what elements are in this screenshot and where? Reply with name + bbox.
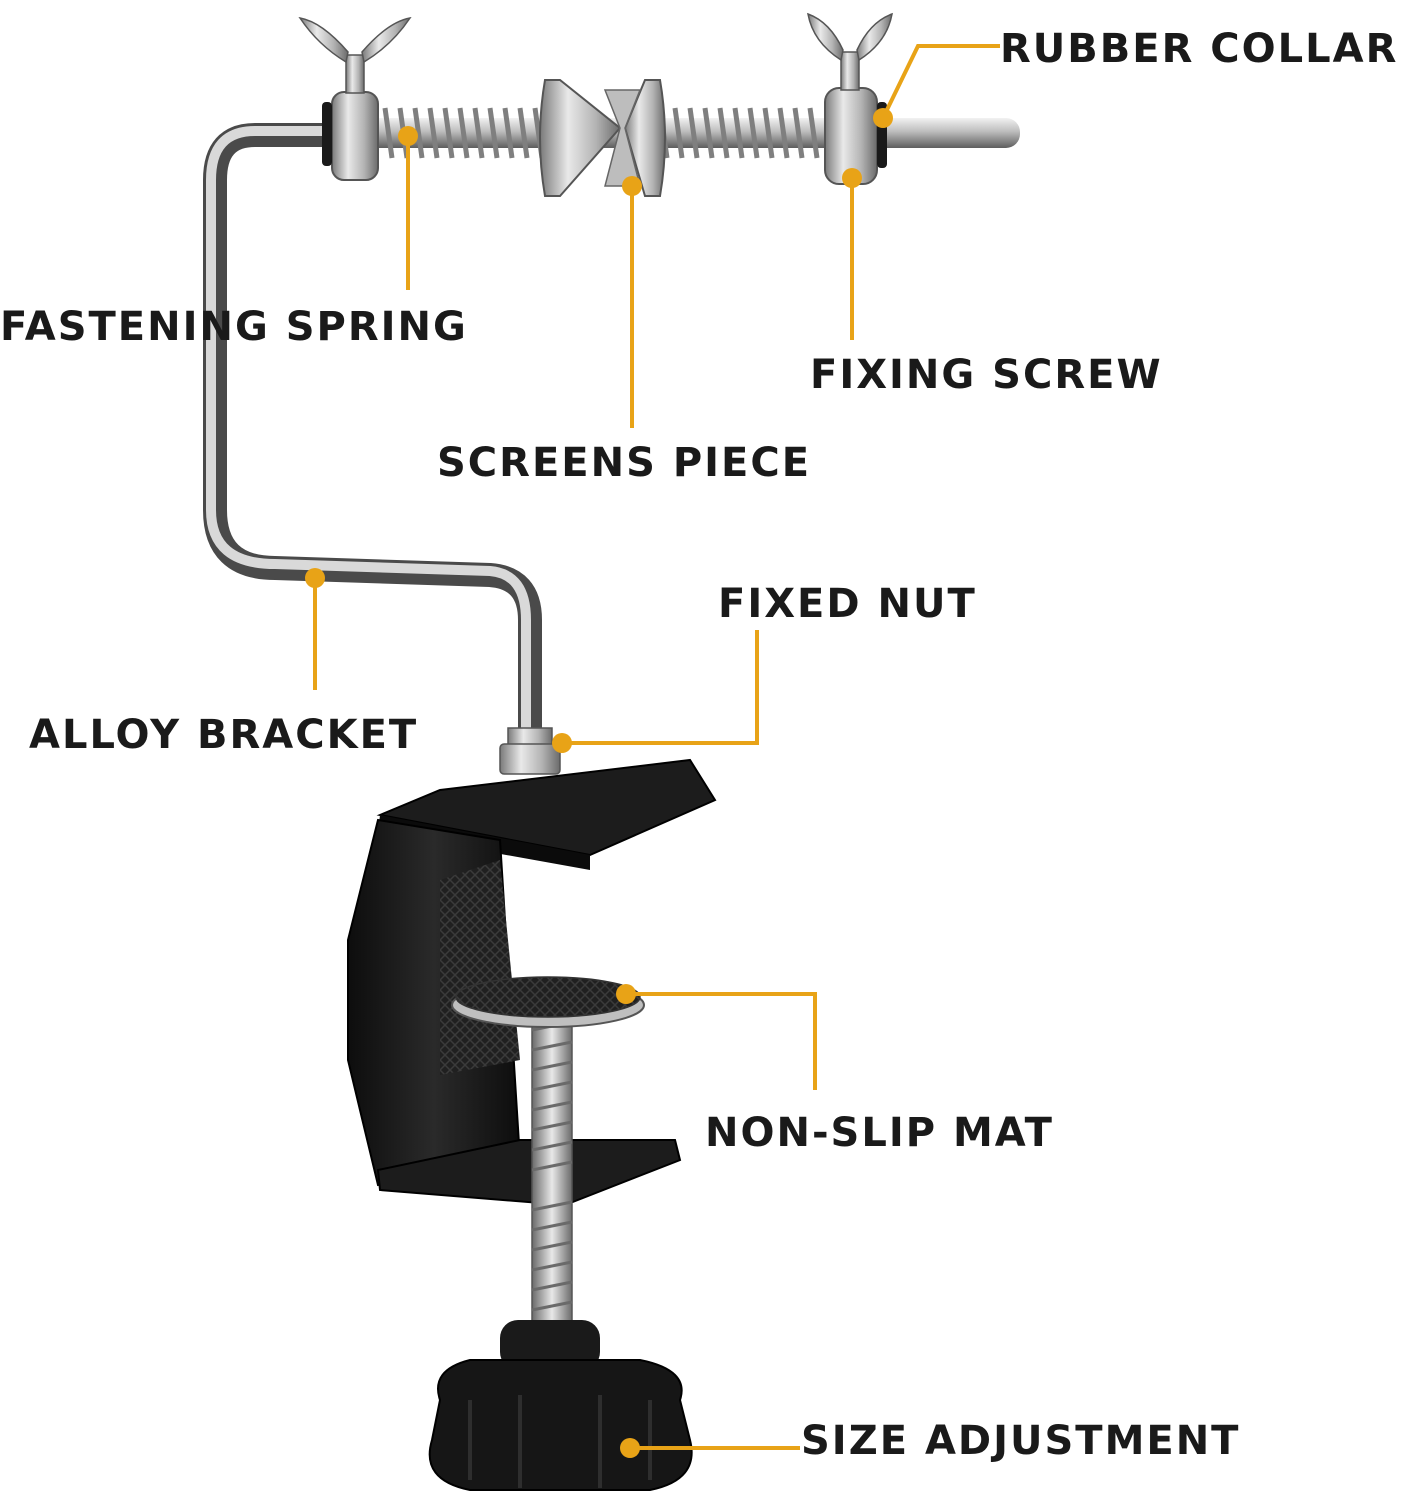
c-clamp-body: [347, 758, 717, 1207]
label-fixing-screw: FIXING SCREW: [810, 352, 1163, 398]
threaded-screw: [531, 1009, 573, 1351]
left-wing-nut: [298, 16, 412, 94]
label-fixed-nut: FIXED NUT: [718, 581, 977, 627]
leader-lines: [305, 44, 1000, 1458]
label-non-slip-mat: NON-SLIP MAT: [705, 1110, 1054, 1156]
label-fastening-spring: FASTENING SPRING: [0, 304, 468, 350]
label-screens-piece: SCREENS PIECE: [437, 440, 812, 486]
leader-non-slip-mat-dot: [616, 984, 636, 1004]
non-slip-mat-shape: [451, 976, 645, 1028]
leader-alloy-bracket-dot: [305, 568, 325, 588]
right-wing-nut: [807, 12, 893, 91]
leader-fixing-screw-dot: [842, 168, 862, 188]
label-alloy-bracket: ALLOY BRACKET: [29, 712, 419, 758]
leader-fixed-nut-dot: [552, 733, 572, 753]
leader-size-adjustment-dot: [620, 1438, 640, 1458]
alloy-bracket-rod: [203, 123, 542, 747]
left-collar: [331, 91, 379, 181]
screens-piece-shape: [539, 79, 666, 197]
label-rubber-collar: RUBBER COLLAR: [1000, 26, 1399, 72]
fixed-nut-shape: [499, 727, 561, 775]
alloy-bracket-highlight: [206, 126, 531, 740]
size-adjustment-knob: [428, 1320, 693, 1491]
leader-screens-piece-dot: [622, 176, 642, 196]
leader-rubber-collar-dot: [873, 108, 893, 128]
leader-fastening-spring-dot: [398, 126, 418, 146]
leader-non-slip-mat: [626, 992, 817, 1090]
label-size-adjustment: SIZE ADJUSTMENT: [801, 1418, 1241, 1464]
leader-rubber-collar: [881, 44, 1000, 119]
leader-fixed-nut: [562, 630, 759, 745]
left-rubber-ring: [322, 102, 332, 166]
